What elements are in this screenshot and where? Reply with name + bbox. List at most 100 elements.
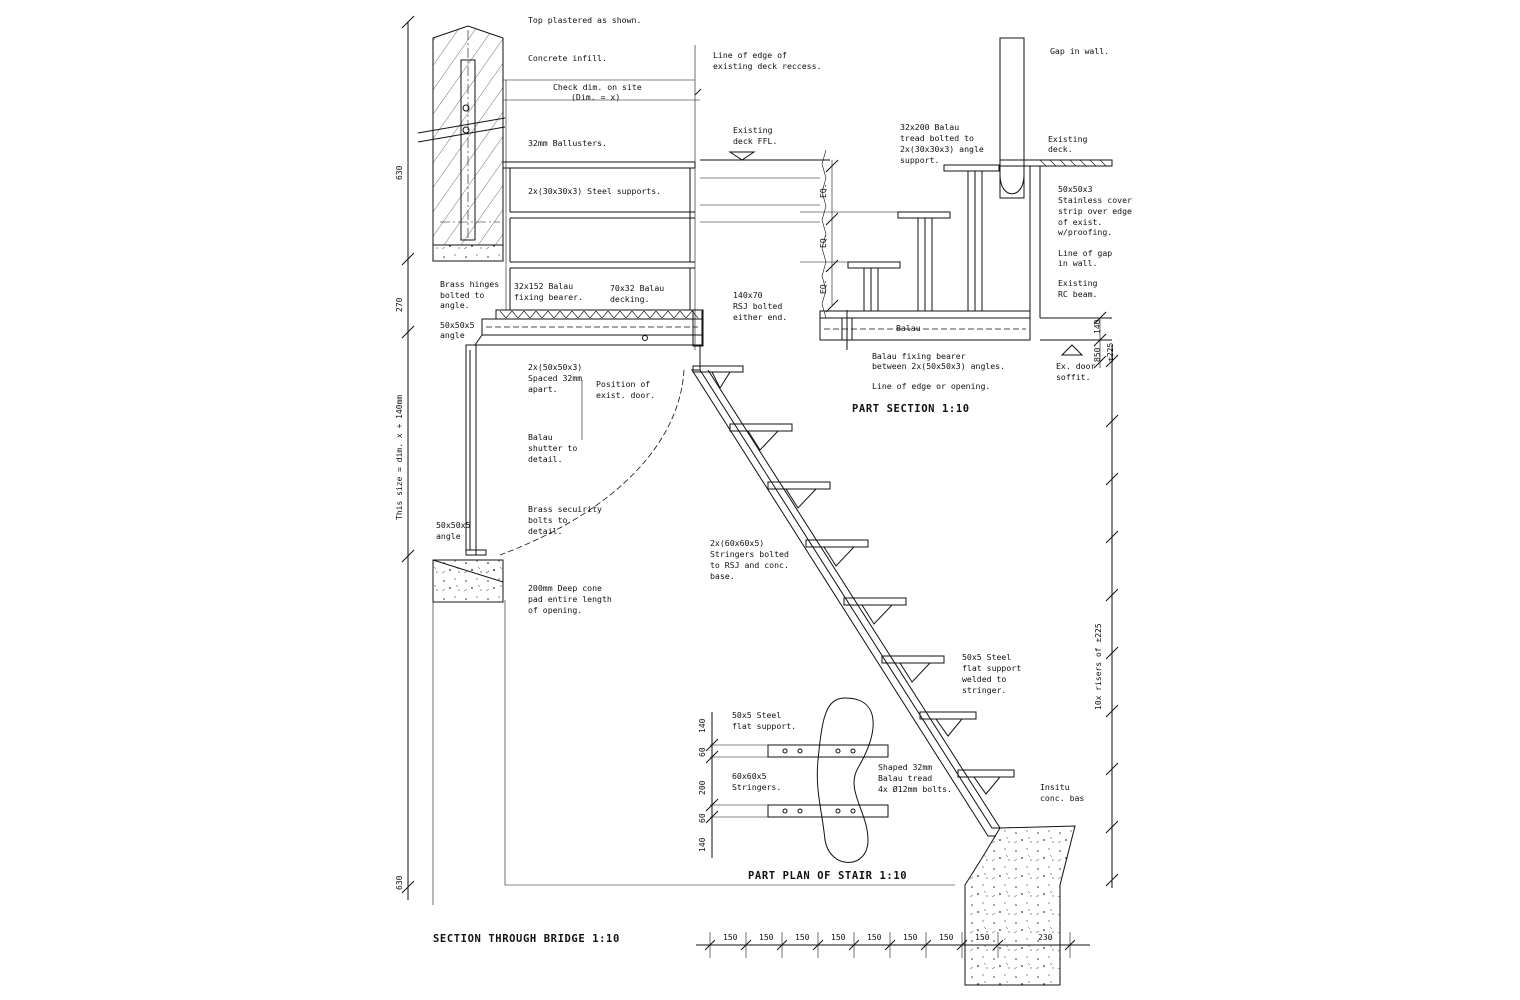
note-flat-support-1: 50x5 Steel (962, 652, 1011, 662)
note-shutter-3: detail. (528, 454, 563, 464)
note-plan-flat-1: 50x5 Steel (732, 710, 781, 720)
going-4: 150 (831, 933, 846, 942)
note-rc-beam-1: Existing (1058, 278, 1098, 288)
note-decking-2: decking. (610, 294, 649, 304)
note-ballusters: 32mm Ballusters. (528, 138, 607, 148)
note-spaced-1: 2x(50x50x3) (528, 362, 582, 372)
dim-plan-60-top: 60 (698, 747, 707, 757)
note-plan-flat-2: flat support. (732, 721, 796, 731)
note-shutter-2: shutter to (528, 443, 577, 453)
note-angle-bottom-2: angle (436, 531, 461, 541)
note-cover-strip-5: w/proofing. (1058, 227, 1112, 237)
going-1: 150 (723, 933, 738, 942)
going-2: 150 (759, 933, 774, 942)
dim-plan-140-top: 140 (698, 718, 707, 733)
note-tread-ps-2: tread bolted to (900, 133, 974, 143)
note-existing-deck-1: Existing (1048, 134, 1088, 144)
note-plan-tread-2: Balau tread (878, 773, 932, 783)
part-plan: 140 60 200 60 140 (698, 697, 889, 863)
note-stringers-3: to RSJ and conc. (710, 560, 789, 570)
note-cover-strip-3: strip over edge (1058, 206, 1132, 216)
note-rsj-1: 140x70 (733, 290, 763, 300)
shutter-and-door (465, 344, 955, 886)
note-insitu-2: conc. bas (1040, 793, 1084, 803)
part-section: EQ. EQ. EQ. 140 850 ±225 (800, 37, 1115, 369)
note-brass-hinges-3: angle. (440, 300, 470, 310)
dim-630-bottom: 630 (395, 875, 404, 890)
note-plan-stringers-2: Stringers. (732, 782, 781, 792)
note-brass-hinges-1: Brass hinges (440, 279, 499, 289)
going-8: 150 (975, 933, 990, 942)
dim-plan-140-bottom: 140 (698, 837, 707, 852)
note-angle-top-2: angle (440, 330, 465, 340)
dim-risers: 10x risers of ±225 (1094, 623, 1103, 710)
note-security-3: detail. (528, 526, 563, 536)
note-stringers-1: 2x(60x60x5) (710, 538, 764, 548)
note-rsj-2: RSJ bolted (733, 301, 782, 311)
title-part-plan: PART PLAN OF STAIR 1:10 (748, 870, 907, 882)
note-shutter-1: Balau (528, 432, 553, 442)
note-position-door-1: Position of (596, 379, 650, 389)
note-plan-tread-3: 4x Ø12mm bolts. (878, 784, 952, 794)
note-bearer-between-2: between 2x(50x50x3) angles. (872, 361, 1005, 371)
note-cover-strip-4: of exist. (1058, 217, 1102, 227)
going-5: 150 (867, 933, 882, 942)
note-security-2: bolts to (528, 515, 568, 525)
bridge-deck (474, 45, 830, 350)
stair-treads (692, 365, 1015, 795)
note-line-edge-1: Line of edge of (713, 50, 787, 60)
note-stringers-4: base. (710, 571, 735, 581)
note-brass-hinges-2: bolted to (440, 290, 484, 300)
note-decking-1: 70x32 Balau (610, 283, 664, 293)
note-angle-top-1: 50x50x5 (440, 320, 475, 330)
note-tread-ps-1: 32x200 Balau (900, 122, 959, 132)
note-steel-supports: 2x(30x30x3) Steel supports. (528, 186, 661, 196)
note-cone-pad-2: pad entire length (528, 594, 612, 604)
note-cover-strip-2: Stainless cover (1058, 195, 1132, 205)
note-gap-wall: Gap in wall. (1050, 46, 1109, 56)
note-rc-beam-2: RC beam. (1058, 289, 1097, 299)
note-line-gap-1: Line of gap (1058, 248, 1112, 258)
note-angle-bottom-1: 50x50x5 (436, 520, 471, 530)
dim-eq-3: EQ. (819, 280, 828, 294)
note-position-door-2: exist. door. (596, 390, 655, 400)
risers-dimension: 10x risers of ±225 (1094, 345, 1119, 888)
left-wall (417, 25, 506, 603)
note-spaced-2: Spaced 32mm (528, 373, 582, 383)
note-stringers-2: Stringers bolted (710, 549, 789, 559)
goings-dimension: 150 150 150 150 150 150 150 150 230 (696, 932, 1090, 958)
note-fixing-bearer-2: fixing bearer. (514, 292, 583, 302)
title-section-through-bridge: SECTION THROUGH BRIDGE 1:10 (433, 933, 620, 945)
note-spaced-3: apart. (528, 384, 558, 394)
note-flat-support-4: stringer. (962, 685, 1006, 695)
note-security-1: Brass secuirity (528, 504, 602, 514)
note-rsj-3: either end. (733, 312, 787, 322)
note-cone-pad-1: 200mm Deep cone (528, 583, 602, 593)
dim-ps-225: ±225 (1106, 343, 1115, 362)
note-tread-ps-4: support. (900, 155, 939, 165)
note-concrete-infill: Concrete infill. (528, 53, 607, 63)
title-part-section: PART SECTION 1:10 (852, 403, 970, 415)
note-insitu-1: Insitu (1040, 782, 1070, 792)
note-ex-door-2: soffit. (1056, 372, 1091, 382)
dim-plan-200: 200 (698, 780, 707, 795)
dim-630-top: 630 (395, 165, 404, 180)
left-dimension-chain: 630 270 This size = dim. x + 140mm 630 (395, 15, 434, 905)
dim-270: 270 (395, 297, 404, 312)
note-flat-support-2: flat support (962, 663, 1021, 673)
dim-eq-2: EQ. (819, 234, 828, 248)
note-existing-ffl-1: Existing (733, 125, 773, 135)
dim-plan-60-bottom: 60 (698, 813, 707, 823)
dim-this-size: This size = dim. x + 140mm (395, 395, 404, 520)
note-plan-tread-1: Shaped 32mm (878, 762, 932, 772)
going-3: 150 (795, 933, 810, 942)
note-existing-ffl-2: deck FFL. (733, 136, 777, 146)
note-top-plastered: Top plastered as shown. (528, 15, 641, 25)
going-6: 150 (903, 933, 918, 942)
note-bearer-between-1: Balau fixing bearer (872, 351, 966, 361)
dim-eq-1: EQ. (819, 184, 828, 198)
note-balau: Balau (896, 323, 921, 333)
note-plan-stringers-1: 60x60x5 (732, 771, 767, 781)
note-line-edge-2: existing deck reccess. (713, 61, 821, 71)
